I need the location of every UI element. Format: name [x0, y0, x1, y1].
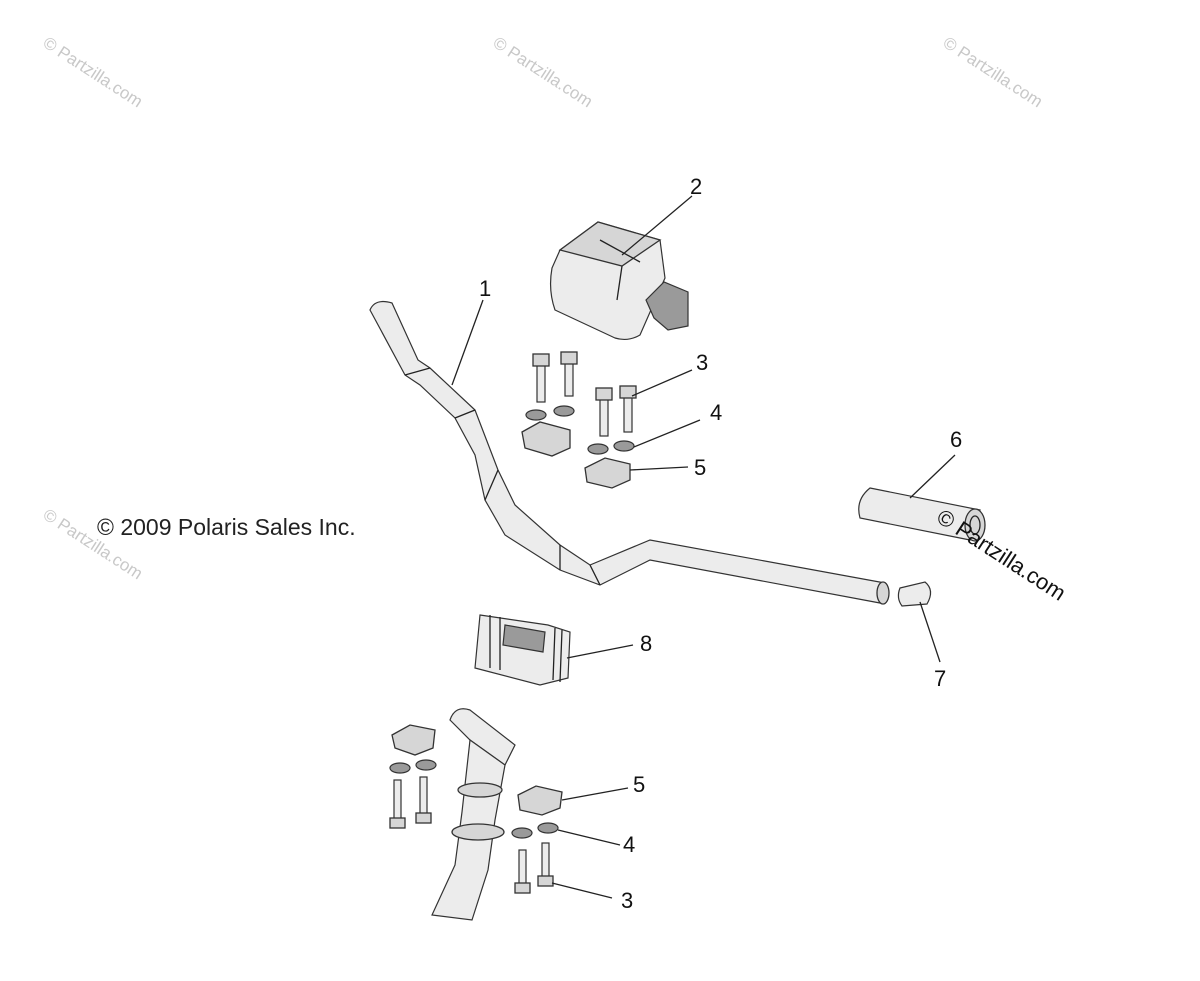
- callout-6: 6: [950, 427, 963, 452]
- steering-post-part: [431, 708, 516, 921]
- callout-1: 1: [479, 276, 492, 301]
- callout-2: 2: [690, 174, 703, 199]
- handlebar-part: [369, 300, 890, 605]
- callout-4-upper: 4: [710, 400, 723, 425]
- callout-4-lower: 4: [623, 832, 636, 857]
- callout-3-upper: 3: [696, 350, 709, 375]
- grip-part: [858, 487, 986, 542]
- upper-clamp-hardware: [521, 351, 637, 489]
- copyright-notice: © 2009 Polaris Sales Inc.: [97, 514, 356, 540]
- callout-5-upper: 5: [694, 455, 707, 480]
- adapter-block-part: [474, 614, 571, 686]
- lower-clamp-hardware: [389, 724, 563, 894]
- callout-5-lower: 5: [633, 772, 646, 797]
- callout-8: 8: [640, 631, 653, 656]
- end-cap-part: [897, 581, 932, 607]
- handlebar-pad-part: [549, 221, 689, 341]
- callout-3-lower: 3: [621, 888, 634, 913]
- callout-7: 7: [934, 666, 947, 691]
